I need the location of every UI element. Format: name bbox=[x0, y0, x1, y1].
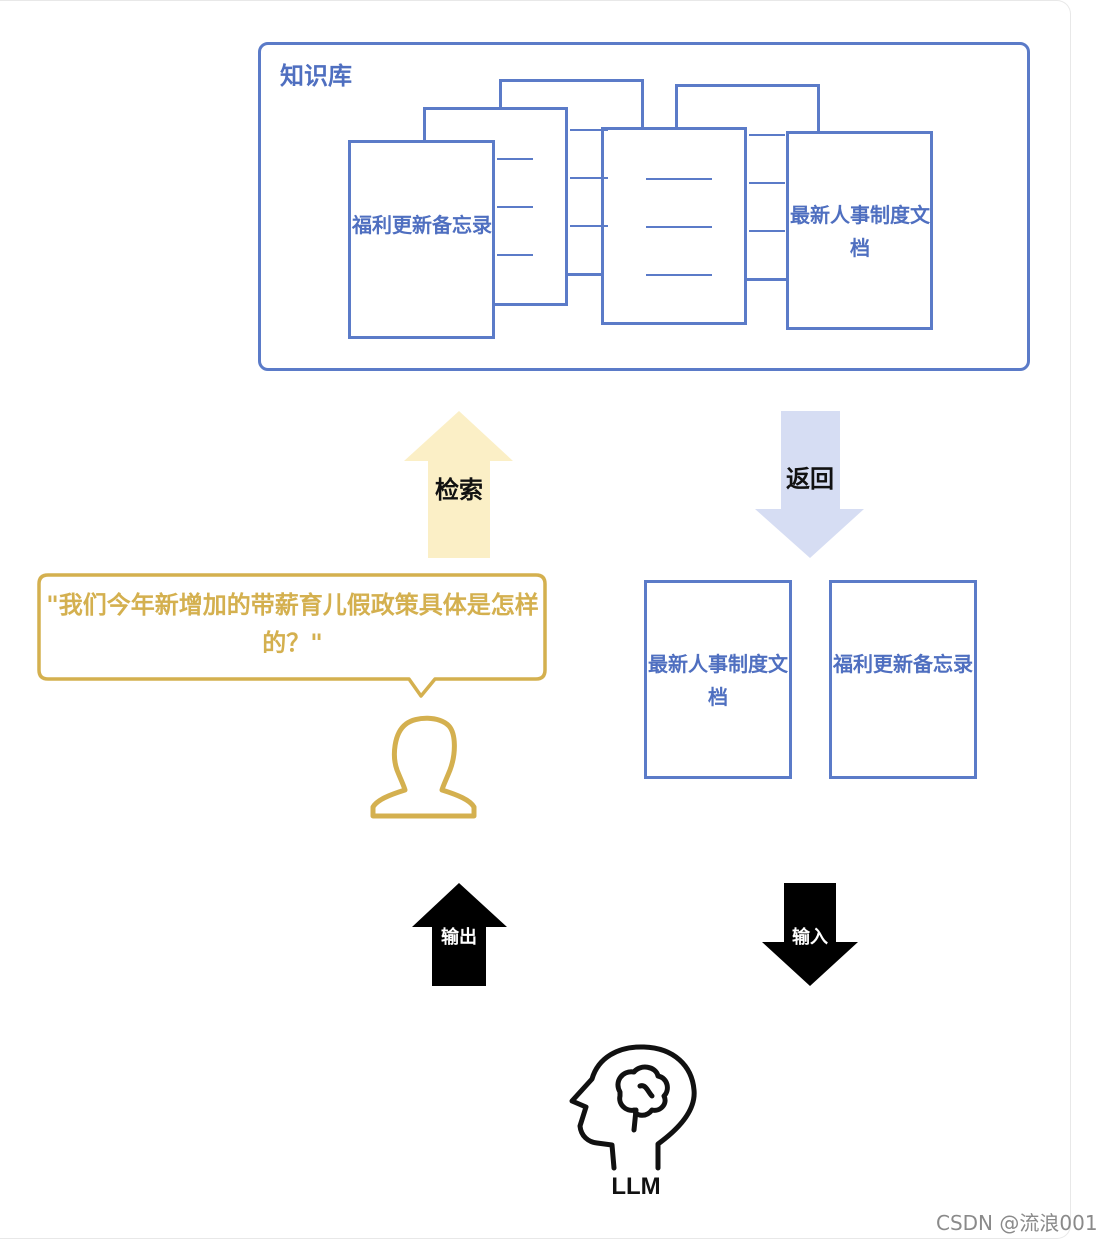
head-brain-icon bbox=[569, 1044, 697, 1171]
input-arrow bbox=[762, 883, 858, 986]
doc-line bbox=[749, 134, 785, 136]
retrieve-arrow bbox=[404, 411, 513, 558]
returned-doc-hr-policy bbox=[644, 580, 792, 779]
return-arrow bbox=[755, 411, 864, 558]
user-icon bbox=[370, 715, 477, 819]
doc-line bbox=[646, 226, 712, 228]
output-label: 输出 bbox=[441, 927, 477, 948]
retrieve-label: 检索 bbox=[435, 476, 483, 504]
doc-line bbox=[646, 178, 712, 180]
input-label: 输入 bbox=[792, 927, 828, 948]
doc-line bbox=[497, 254, 533, 256]
doc-line bbox=[646, 274, 712, 276]
doc-line bbox=[749, 182, 785, 184]
llm-label: LLM bbox=[611, 1173, 661, 1200]
user-question: "我们今年新增加的带薪育儿假政策具体是怎样的？" bbox=[46, 591, 539, 657]
kb-doc-hr-policy bbox=[786, 131, 933, 330]
speech-bubble bbox=[37, 573, 547, 698]
doc-line bbox=[570, 129, 608, 131]
kb-doc-welfare-label: 福利更新备忘录 bbox=[352, 213, 492, 237]
returned-doc-hr-policy-label: 最新人事制度文档 bbox=[648, 652, 788, 709]
kb-doc-welfare bbox=[348, 140, 495, 339]
doc-line bbox=[570, 225, 608, 227]
credit-text: CSDN @流浪001 bbox=[936, 1211, 1098, 1235]
output-arrow bbox=[412, 883, 507, 986]
returned-doc-welfare-label: 福利更新备忘录 bbox=[833, 652, 973, 676]
doc-line bbox=[749, 230, 785, 232]
knowledge-base-title: 知识库 bbox=[280, 62, 352, 90]
doc-line bbox=[497, 206, 533, 208]
knowledge-base-box bbox=[258, 42, 1030, 371]
doc-line bbox=[497, 158, 533, 160]
doc-line bbox=[570, 177, 608, 179]
return-label: 返回 bbox=[786, 465, 834, 493]
kb-doc-hr-policy-label: 最新人事制度文档 bbox=[790, 203, 930, 260]
returned-doc-welfare bbox=[829, 580, 977, 779]
